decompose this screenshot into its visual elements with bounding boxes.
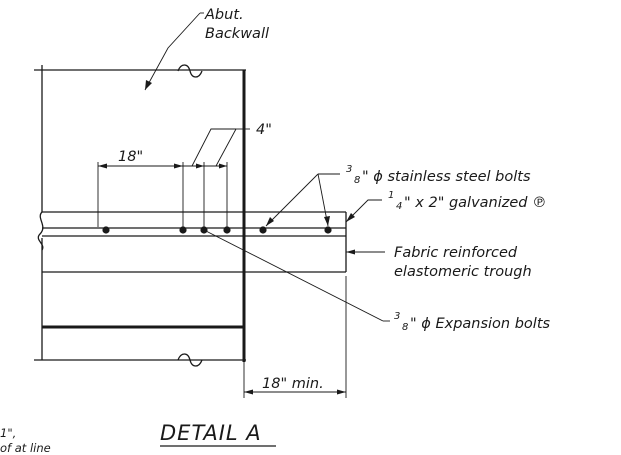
- abutment-label-line1: Abut.: [204, 7, 244, 23]
- plate-leader: [345, 199, 382, 223]
- plate-arrow: [346, 213, 355, 222]
- exp-bolts-frac-den: 8: [402, 322, 408, 333]
- dim4-leader-a: [191, 128, 236, 167]
- backwall: [34, 64, 246, 367]
- bolt-4: [223, 226, 231, 234]
- dim18-arrow-left: [98, 163, 107, 169]
- detail-title-text: DETAIL A: [160, 421, 262, 445]
- dim18min-arrow-right: [337, 389, 346, 395]
- bolt-5: [259, 226, 267, 234]
- bolt-1: [102, 226, 110, 234]
- bolt-2: [179, 226, 187, 234]
- ss-bolts-arrow-2: [324, 216, 330, 226]
- ss-bolts-leader-1: [265, 173, 319, 227]
- detail-title: DETAIL A: [160, 421, 276, 447]
- trough-callout: Fabric reinforced elastomeric trough: [346, 245, 532, 280]
- dimension-4: 4": [183, 122, 272, 227]
- plate-callout: 1 4 " x 2" galvanized ℗: [345, 190, 547, 223]
- note-line2: of at line: [0, 441, 51, 455]
- abutment-leader: [144, 12, 201, 91]
- trough-label-line2: elastomeric trough: [394, 264, 532, 280]
- dim18-arrow-right: [174, 163, 183, 169]
- ss-bolts-frac-den: 8: [354, 175, 360, 186]
- exp-bolts-label: " ϕ Expansion bolts: [410, 316, 551, 332]
- ss-bolts-arrow-1: [266, 217, 274, 226]
- abutment-callout: Abut. Backwall: [144, 7, 269, 91]
- plate-label: " x 2" galvanized ℗: [404, 195, 547, 211]
- dim4-label: 4": [256, 122, 272, 138]
- dim18min-arrow-left: [244, 389, 253, 395]
- cutoff-note: 1", of at line: [0, 426, 51, 455]
- ss-bolts-label: " ϕ stainless steel bolts: [362, 169, 531, 185]
- ss-bolts-frac-num: 3: [346, 164, 352, 175]
- dim4-leader-b: [215, 128, 237, 167]
- break-mark-left: [37, 211, 44, 251]
- abutment-label-line2: Backwall: [205, 26, 269, 42]
- abutment-arrow: [145, 80, 152, 90]
- dim4-arrow-b: [219, 163, 227, 169]
- trough-label-line1: Fabric reinforced: [394, 245, 518, 261]
- dim18-label: 18": [118, 149, 143, 165]
- exp-bolts-callout: 3 8 " ϕ Expansion bolts: [203, 229, 551, 333]
- plate-frac-den: 4: [396, 201, 402, 212]
- dimension-18-min: 18" min.: [244, 376, 346, 395]
- break-mark-bottom: [177, 353, 203, 367]
- deck-plate-assembly: [37, 211, 347, 398]
- dim4-arrow-a: [196, 163, 204, 169]
- plate-frac-num: 1: [388, 190, 394, 201]
- note-line1: 1",: [0, 426, 16, 440]
- exp-bolts-leader: [203, 229, 384, 322]
- bolt-6: [324, 226, 332, 234]
- exp-bolts-frac-num: 3: [394, 311, 400, 322]
- trough-arrow: [346, 249, 355, 255]
- break-mark-top: [177, 64, 203, 78]
- dim18min-label: 18" min.: [262, 376, 324, 392]
- ss-bolts-callout: 3 8 " ϕ stainless steel bolts: [265, 164, 531, 227]
- dimension-18: 18": [97, 149, 184, 227]
